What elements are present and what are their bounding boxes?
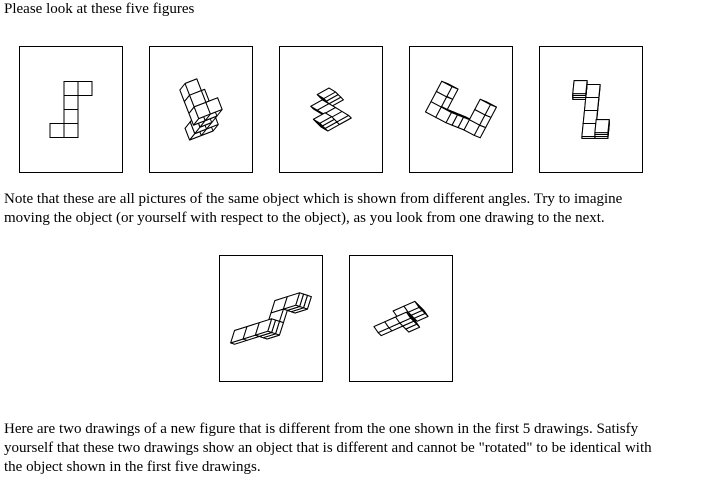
cube-face bbox=[205, 97, 223, 115]
instructions-line-2: yourself that these two drawings show an… bbox=[4, 440, 652, 456]
cube-face bbox=[312, 112, 333, 124]
cube-face bbox=[63, 81, 79, 96]
intro-line: Please look at these five figures bbox=[4, 1, 195, 17]
cube-face bbox=[572, 80, 588, 95]
cube-face bbox=[63, 109, 79, 124]
cube-group bbox=[179, 78, 223, 141]
cube-face bbox=[316, 87, 336, 99]
cube-group bbox=[230, 292, 312, 345]
cube-face bbox=[435, 106, 452, 124]
cube-group bbox=[310, 87, 352, 132]
cube-face bbox=[254, 318, 273, 336]
cube-drawing bbox=[310, 87, 352, 132]
cube-drawing bbox=[179, 78, 223, 141]
instructions-line-1: Here are two drawings of a new figure th… bbox=[4, 421, 639, 437]
cube-face bbox=[395, 311, 412, 324]
cube-face bbox=[63, 95, 79, 110]
cube-drawing bbox=[572, 80, 610, 139]
instructions-text: Here are two drawings of a new figure th… bbox=[4, 420, 652, 477]
cube-face bbox=[585, 84, 601, 98]
instructions-line-3: the object shown in the first five drawi… bbox=[4, 459, 261, 475]
cube-drawing bbox=[230, 292, 312, 345]
cube-face bbox=[282, 292, 301, 310]
cube-face bbox=[49, 123, 65, 138]
cube-group bbox=[49, 81, 93, 138]
cube-group bbox=[373, 300, 429, 337]
cube-group bbox=[572, 80, 610, 139]
note-text: Note that these are all pictures of the … bbox=[4, 190, 622, 228]
note-line-1: Note that these are all pictures of the … bbox=[4, 191, 623, 207]
reference-figure-2 bbox=[149, 46, 253, 173]
cube-drawing bbox=[373, 300, 429, 337]
cube-face bbox=[403, 300, 420, 313]
cube-face bbox=[63, 123, 79, 138]
cube-face bbox=[582, 110, 598, 124]
cube-drawing bbox=[425, 80, 497, 139]
comparison-figure-2 bbox=[349, 255, 453, 382]
cube-group bbox=[425, 80, 497, 139]
cube-face bbox=[474, 98, 491, 116]
reference-figure-5 bbox=[539, 46, 643, 173]
reference-figure-3 bbox=[279, 46, 383, 173]
note-line-2: moving the object (or yourself with resp… bbox=[4, 210, 605, 226]
comparison-figure-1 bbox=[219, 255, 323, 382]
cube-drawing bbox=[49, 81, 93, 138]
cube-face bbox=[594, 119, 610, 134]
cube-face bbox=[584, 97, 600, 111]
cube-face bbox=[581, 123, 597, 137]
cube-face bbox=[77, 81, 93, 96]
reference-figure-1 bbox=[19, 46, 123, 173]
reference-figure-4 bbox=[409, 46, 513, 173]
intro-text: Please look at these five figures bbox=[4, 0, 194, 19]
